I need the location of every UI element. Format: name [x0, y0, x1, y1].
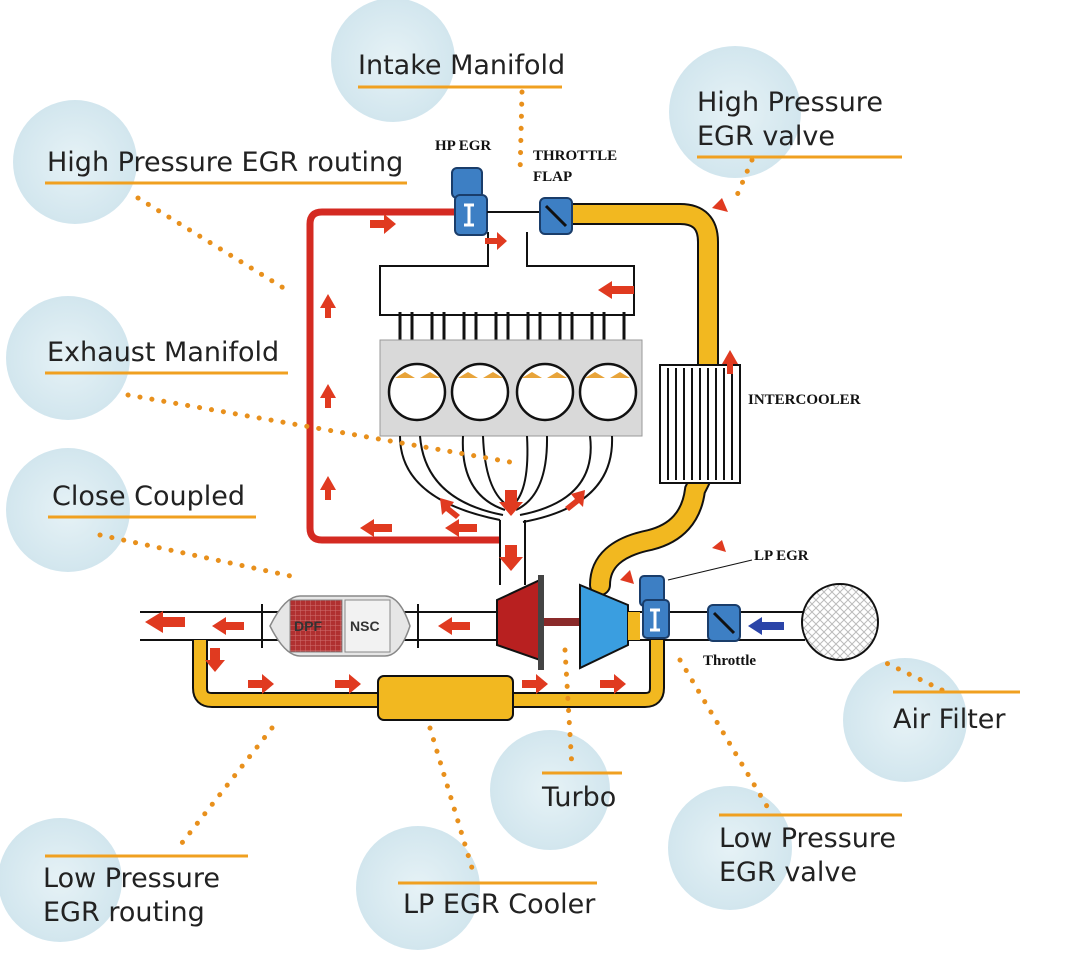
throttle-flap-label-line1: THROTTLE — [533, 148, 617, 164]
bubble — [0, 818, 122, 942]
bubble — [668, 786, 792, 910]
engine-block — [379, 339, 643, 437]
lp-egr-valve-label-line1: Low Pressure — [719, 823, 896, 854]
lp-egr-cooler — [377, 675, 514, 721]
leader-lines — [97, 89, 945, 881]
throttle-flap-label-line2: FLAP — [533, 169, 572, 185]
hp-egr-valve — [451, 167, 488, 236]
lp-egr-pointer — [667, 559, 753, 581]
throttle-flap — [539, 197, 573, 235]
exhaust-manifold-label: Exhaust Manifold — [47, 337, 279, 368]
hp-egr-valve-label-line1: High Pressure — [697, 87, 883, 118]
hp-egr-label: HP EGR — [435, 138, 491, 154]
lp-egr-valve-label-line2: EGR valve — [719, 857, 857, 888]
valves — [395, 372, 630, 378]
air-filter-label: Air Filter — [893, 704, 1006, 735]
bubble — [490, 730, 610, 850]
intercooler-label: INTERCOOLER — [748, 392, 861, 408]
hp-egr-routing-label: High Pressure EGR routing — [47, 147, 403, 178]
intercooler — [659, 364, 741, 484]
exhaust-pipe — [140, 604, 497, 648]
intake-pipe-yellow — [628, 612, 640, 640]
lp-egr-routing-label-line2: EGR routing — [43, 897, 205, 928]
bubble — [331, 0, 455, 122]
compressor — [579, 583, 629, 670]
bubble — [13, 100, 137, 224]
intake-manifold-label: Intake Manifold — [358, 50, 565, 81]
close-coupled-label: Close Coupled — [52, 481, 245, 512]
lp-egr-routing-label-line1: Low Pressure — [43, 863, 220, 894]
charge-air-pipe — [549, 203, 719, 596]
flow-arrows — [145, 198, 738, 694]
turbo-label: Turbo — [541, 782, 616, 813]
bubble — [6, 296, 130, 420]
lp-egr-label: LP EGR — [754, 548, 809, 564]
close-coupled-catalyst: DPF NSC — [269, 595, 411, 657]
lp-egr-valve — [639, 575, 670, 639]
bubble — [6, 448, 130, 572]
throttle-label: Throttle — [703, 653, 756, 669]
air-filter — [801, 583, 879, 661]
nsc-label: NSC — [350, 618, 380, 634]
nsc-element — [344, 599, 391, 653]
label-underlines — [45, 85, 1020, 885]
turbine — [496, 578, 541, 662]
dpf-element — [289, 599, 343, 653]
fresh-air-arrow — [748, 617, 784, 635]
dpf-label: DPF — [294, 618, 322, 634]
turbo-shaft — [544, 618, 580, 626]
lp-egr-cooler-label: LP EGR Cooler — [403, 889, 596, 920]
turbocharger — [496, 575, 629, 670]
background-bubbles — [0, 0, 967, 950]
bubble — [356, 826, 480, 950]
hp-egr-routing-pipe — [306, 208, 500, 544]
bubble — [843, 658, 967, 782]
bubble — [669, 46, 801, 178]
exhaust-manifold — [399, 435, 614, 585]
intake-throttle — [707, 604, 741, 642]
hp-egr-valve-label-line2: EGR valve — [697, 121, 835, 152]
